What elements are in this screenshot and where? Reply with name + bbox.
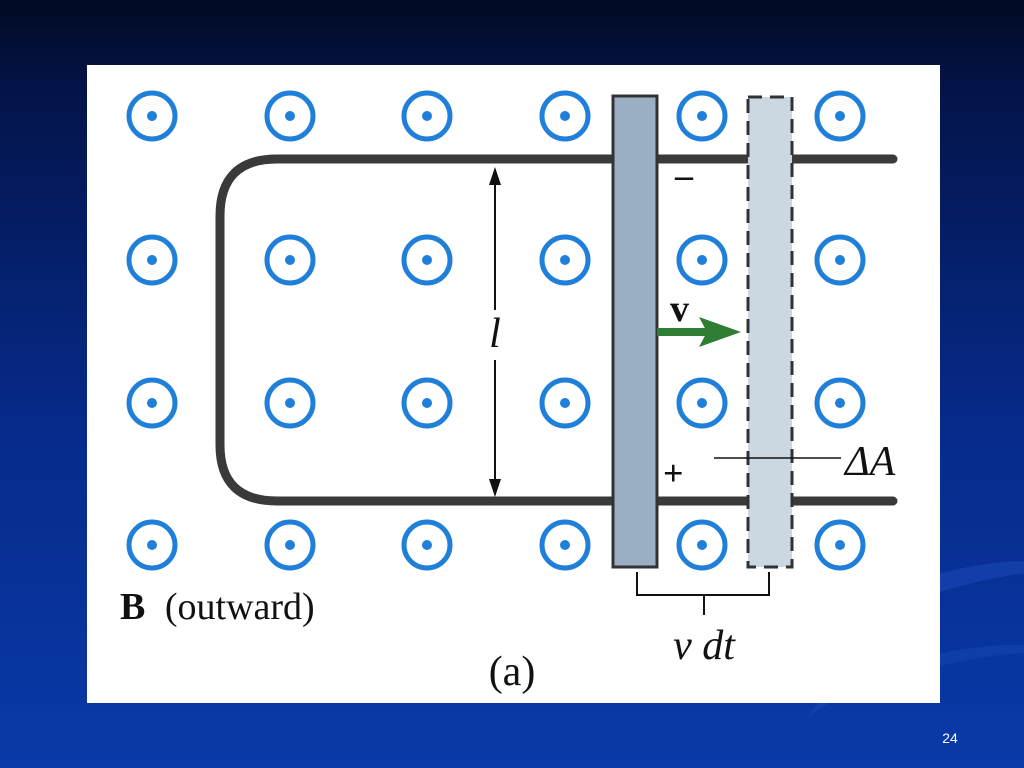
slide-number: 24 [942, 730, 958, 746]
field-out-icon [814, 90, 866, 142]
length-dimension-arrow [489, 167, 501, 497]
field-out-icon [539, 519, 591, 571]
field-out-icon [539, 377, 591, 429]
field-out-icon [814, 519, 866, 571]
field-out-icon [126, 234, 178, 286]
velocity-arrow [657, 317, 741, 347]
field-symbol: B [120, 586, 145, 628]
field-out-icon [401, 234, 453, 286]
conducting-rails [215, 154, 898, 506]
velocity-label: v [670, 288, 689, 330]
rod-later-position [746, 95, 794, 569]
field-out-icon [264, 519, 316, 571]
field-out-icon [814, 234, 866, 286]
magnetic-field-grid [126, 90, 866, 571]
field-out-icon [264, 377, 316, 429]
field-direction: (outward) [165, 586, 315, 628]
field-out-icon [814, 377, 866, 429]
field-out-icon [264, 90, 316, 142]
length-label: l [489, 311, 501, 357]
motional-emf-diagram: l v – + ΔA v dt B (outward) (a) [120, 90, 898, 695]
field-out-icon [676, 377, 728, 429]
positive-charge-label: + [663, 453, 684, 493]
field-out-icon [676, 234, 728, 286]
field-out-icon [539, 234, 591, 286]
displacement-label: v dt [673, 623, 736, 669]
field-out-icon [539, 90, 591, 142]
field-out-icon [126, 90, 178, 142]
field-out-icon [126, 377, 178, 429]
field-out-icon [264, 234, 316, 286]
field-out-icon [676, 90, 728, 142]
field-out-icon [401, 519, 453, 571]
field-out-icon [126, 519, 178, 571]
delta-area-label: ΔA [843, 439, 896, 485]
displacement-bracket [636, 572, 770, 615]
field-legend: B (outward) [120, 586, 315, 628]
field-out-icon [401, 377, 453, 429]
field-out-icon [401, 90, 453, 142]
moving-rod [611, 94, 659, 569]
negative-charge-label: – [674, 155, 694, 195]
subfigure-label: (a) [489, 649, 536, 695]
figure-panel: l v – + ΔA v dt B (outward) (a) [87, 65, 940, 703]
field-out-icon [676, 519, 728, 571]
